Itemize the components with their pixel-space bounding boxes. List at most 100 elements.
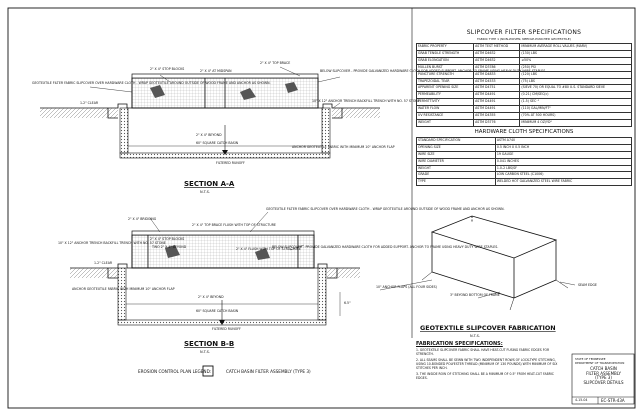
- section-a-title: SECTION A-A: [184, 180, 235, 188]
- table-cell: (120) LBS: [519, 70, 632, 79]
- table-cell: APPARENT OPENING SIZE: [415, 84, 475, 93]
- fabrication-note: 3. THE INSIDE ROW OF STITCHING SHALL BE …: [416, 372, 554, 380]
- legend-label: EROSION CONTROL PLAN LEGEND:: [138, 369, 211, 374]
- anchor-flaps-label: 10" ANCHOR FLAPS (ALL FOUR SIDES): [376, 285, 437, 289]
- section-b-trench-label: 10" X 12" ANCHOR TRENCH BACKFILL TRENCH …: [58, 241, 166, 245]
- section-b-square-basin-label: 60" SQUARE CATCH BASIN: [196, 309, 239, 313]
- col-header: ASTM TEST METHOD: [473, 43, 521, 51]
- fabrication-note: 1. GEOTEXTILE SLIPCOVER FABRIC SHALL HAV…: [416, 348, 550, 356]
- section-a-stop-blocks-label: 2" X 4" STOP BLOCKS: [150, 67, 184, 71]
- table-cell: ASTM D4632: [473, 49, 521, 58]
- table-cell: ASTM D4491: [473, 98, 521, 107]
- table-cell: (1.5) SEC⁻¹: [519, 98, 632, 107]
- legend-item: CATCH BASIN FILTER ASSEMBLY (TYPE 3): [226, 369, 311, 374]
- table-cell: ASTM A740: [494, 136, 633, 145]
- section-b-stop-blocks-label: 2" X 4" STOP BLOCKS: [150, 237, 184, 241]
- section-a-top-brace-label: 2" X 4" TOP BRACE: [260, 61, 290, 65]
- title-line-2: FILTER ASSEMBLY: [586, 370, 621, 376]
- section-b-slipcover-label: BELOW SLIPCOVER - PROVIDE GALVANIZED HAR…: [272, 245, 498, 249]
- fabric-spec-table: FABRIC PROPERTY ASTM TEST METHOD MINIMUM…: [415, 43, 632, 127]
- table-cell: ASTM D3786: [473, 63, 521, 72]
- seam-edge-label: SEAM EDGE: [578, 283, 597, 287]
- section-b-flush-label: 2" X 4" FLUSH WITH TOP OF STRUCTURE: [236, 247, 301, 251]
- fabrication-note: 2. ALL SEAMS SHALL BE SEWN WITH TWO INDE…: [416, 358, 558, 370]
- dept-label: DEPARTMENT OF TRANSPORTATION: [575, 361, 625, 365]
- title-line-1: CATCH BASIN: [590, 366, 617, 371]
- title-line-4: SLIPCOVER DETAILS: [583, 379, 624, 385]
- table-cell: ASTM D3776: [473, 118, 521, 127]
- fabrication-notes-title: FABRICATION SPECIFICATIONS:: [416, 341, 503, 347]
- legend-symbol: [202, 365, 214, 377]
- table-cell: (130) LBS: [519, 49, 632, 58]
- table-cell: (110) GAL/MIN/FT²: [519, 105, 632, 114]
- spec-title: SLIPCOVER FILTER SPECIFICATIONS: [466, 29, 582, 36]
- table-cell: ≥50%: [519, 56, 632, 65]
- section-a-square-basin-label: 60" SQUARE CATCH BASIN: [196, 141, 239, 145]
- date-label: 4-15-04: [575, 398, 588, 402]
- table-cell: WELDED HOT GALVANIZED STEEL WIRE FABRIC: [494, 178, 633, 187]
- section-b-geotextile-label: GEOTEXTILE FILTER FABRIC SLIPCOVER OVER …: [266, 207, 505, 211]
- table-cell: ASTM D4833: [473, 70, 521, 79]
- table-cell: ASTM D4355: [473, 112, 521, 120]
- table-cell: 1.0-2 LBS/SF: [494, 164, 633, 173]
- table-cell: MULLEN BURST: [415, 63, 475, 72]
- section-a-anchor-geo-label: ANCHOR GEOTEXTILE FABRIC WITH MINIMUM 10…: [292, 145, 395, 149]
- table-cell: ASTM D4533: [473, 77, 521, 86]
- table-cell: GRAB TENSILE STRENGTH: [415, 49, 475, 58]
- table-cell: (0.21) CM/SEC(c): [519, 91, 632, 100]
- beyond-bottom-label: 3" BEYOND BOTTOM OF FRAME: [450, 293, 500, 297]
- fabrication-notes: FABRICATION SPECIFICATIONS: 1. GEOTEXTIL…: [416, 342, 566, 382]
- table-cell: WIRE DIAMETER: [416, 157, 496, 166]
- table-cell: STANDARD SPECIFICATION: [416, 136, 496, 145]
- section-b-filtered-label: FILTERED RUNOFF: [212, 327, 241, 331]
- section-a-nts: N.T.S.: [200, 190, 210, 194]
- table-cell: (70% AT 500 HOURS): [519, 112, 632, 120]
- section-a-beyond-label: 2" X 4" BEYOND: [196, 133, 222, 137]
- section-b-title: SECTION B-B: [184, 340, 234, 348]
- table-cell: ASTM D4751: [473, 84, 521, 93]
- hardware-title: HARDWARE CLOTH SPECIFICATIONS: [474, 128, 574, 135]
- sheet-number: EC-STR-43A: [601, 398, 625, 403]
- table-cell: TRAPEZOIDAL TEAR: [415, 77, 475, 86]
- spec-subtitle: FABRIC TYPE 1 (NON-WOVEN, NEEDLE-PUNCHED…: [477, 37, 571, 41]
- section-a-clear-label: 1-2" CLEAR: [80, 101, 99, 105]
- table-cell: (SIEVE 70) OR EQUAL TO #80 U.S. STANDARD…: [519, 84, 632, 93]
- table-cell: TYPE: [416, 178, 496, 187]
- section-b-dim-label: 6.5": [344, 301, 351, 305]
- spec-tables: SLIPCOVER FILTER SPECIFICATIONS FABRIC T…: [415, 27, 633, 187]
- table-cell: PUNCTURE STRENGTH: [415, 70, 475, 79]
- state-label: STATE OF TENNESSEE: [575, 357, 606, 361]
- col-header: MINIMUM AVERAGE ROLL VALUES (MARV): [519, 43, 632, 51]
- title-block-frame: [571, 353, 635, 405]
- fabrication-title: GEOTEXTILE SLIPCOVER FABRICATION: [420, 324, 556, 332]
- table-cell: MINIMUM 4 OZ/YD²: [519, 118, 632, 127]
- table-cell: (250) PSI: [519, 63, 632, 72]
- table-cell: PERMEABILITY: [415, 91, 475, 100]
- table-cell: WIRE SIZE: [416, 150, 496, 159]
- section-b-beyond-label: 2" X 4" BEYOND: [198, 295, 224, 299]
- table-cell: WEIGHT: [416, 164, 496, 173]
- table-cell: ASTM D4491: [473, 105, 521, 114]
- table-cell: OPENING SIZE: [416, 143, 496, 152]
- table-cell: (75) LBS: [519, 77, 632, 86]
- title-line-3: (TYPE 3): [595, 375, 612, 381]
- section-b-anchor-geo-label: ANCHOR GEOTEXTILE FABRIC WITH MINIMUM 10…: [72, 287, 175, 291]
- table-cell: UV RESISTANCE: [415, 112, 475, 120]
- section-b-nts: N.T.S.: [200, 350, 210, 354]
